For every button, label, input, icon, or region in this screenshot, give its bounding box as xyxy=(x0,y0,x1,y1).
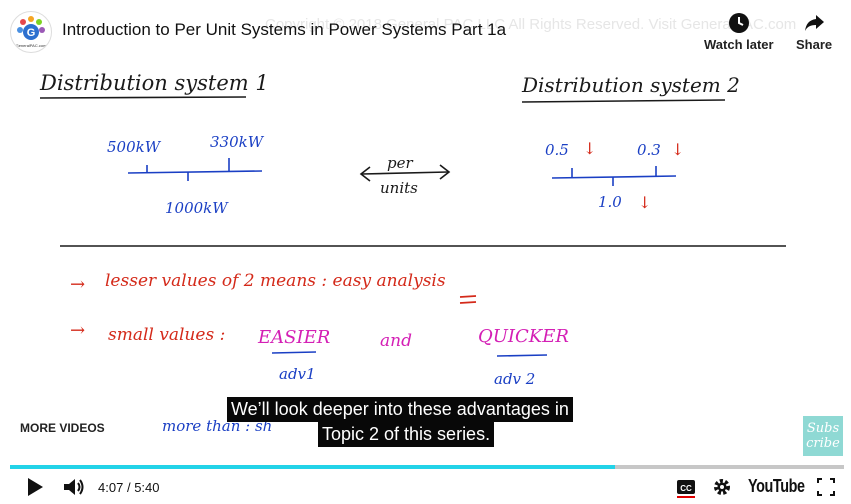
share-label: Share xyxy=(796,37,833,52)
easier-underline xyxy=(271,351,317,354)
sys1-heading-underline xyxy=(39,96,247,99)
copyright-watermark: Copyright © 2018 General PAC LLC All Rig… xyxy=(265,16,797,33)
subscribe-line-1: Subs xyxy=(806,421,840,436)
duration: 5:40 xyxy=(134,480,160,495)
progress-bar[interactable] xyxy=(10,465,844,469)
caption-line-2: Topic 2 of this series. xyxy=(318,422,495,447)
note-adv2: adv 2 xyxy=(494,370,535,388)
sys2-busbar xyxy=(551,175,677,179)
channel-logo-icon: G GeneralPAC.com xyxy=(16,16,47,48)
arrow-head-left xyxy=(359,166,371,182)
share-button[interactable]: Share xyxy=(796,12,832,52)
captions-icon[interactable]: CC xyxy=(676,476,696,498)
note-adv1: adv1 xyxy=(279,365,316,383)
sys1-base-value: 1000kW xyxy=(165,199,229,217)
volume-icon[interactable] xyxy=(62,476,86,498)
sys1-heading: Distribution system 1 xyxy=(39,71,269,95)
note-easier: EASIER xyxy=(257,327,330,348)
analysis-underline-1 xyxy=(459,295,477,298)
watch-later-button[interactable]: Watch later xyxy=(704,12,774,52)
current-time: 4:07 xyxy=(98,480,124,495)
note-lesser-values: lesser values of 2 means : easy analysis xyxy=(105,271,446,291)
sys2-left-value: 0.5 xyxy=(545,141,569,159)
sys2-base-down-arrow: ↓ xyxy=(638,193,651,212)
subscribe-line-2: cribe xyxy=(806,436,840,451)
bullet-arrow-1: → xyxy=(70,274,85,295)
sys1-busbar xyxy=(127,170,263,174)
analysis-underline-2 xyxy=(459,301,477,304)
player-controls: 4:07 / 5:40 CC YouTube xyxy=(0,472,851,504)
sys2-heading: Distribution system 2 xyxy=(521,73,740,97)
quicker-underline xyxy=(496,354,548,357)
more-videos-button[interactable]: MORE VIDEOS xyxy=(20,421,105,435)
sys1-right-value: 330kW xyxy=(210,133,265,151)
note-quicker: QUICKER xyxy=(478,326,569,347)
progress-played xyxy=(10,465,616,469)
video-title-bar: G GeneralPAC.com Copyright © 2018 Genera… xyxy=(0,0,851,66)
subscribe-badge[interactable]: Subs cribe xyxy=(803,416,843,456)
logo-letter: G xyxy=(27,27,36,39)
settings-gear-icon[interactable] xyxy=(712,476,732,498)
per-units-arrow xyxy=(361,171,449,175)
sys1-left-value: 500kW xyxy=(107,138,162,156)
note-small-values: small values : xyxy=(108,325,225,345)
video-title[interactable]: Introduction to Per Unit Systems in Powe… xyxy=(62,20,507,39)
sys2-right-value: 0.3 xyxy=(637,141,661,159)
youtube-logo[interactable]: YouTube xyxy=(748,476,805,496)
sys2-heading-underline xyxy=(521,99,726,103)
watch-later-label: Watch later xyxy=(704,37,774,52)
note-and: and xyxy=(380,331,412,351)
caption-line-1: We’ll look deeper into these advantages … xyxy=(227,397,573,422)
sys2-base-value: 1.0 xyxy=(598,193,622,211)
sys2-left-down-arrow: ↓ xyxy=(583,139,596,158)
svg-text:CC: CC xyxy=(680,484,692,493)
share-arrow-icon xyxy=(805,15,825,31)
bullet-arrow-2: → xyxy=(70,320,85,341)
per-label: per xyxy=(387,154,413,172)
units-label: units xyxy=(380,179,418,197)
arrow-head-right xyxy=(439,164,451,180)
play-icon[interactable] xyxy=(25,476,45,498)
time-separator: / xyxy=(126,480,131,495)
clock-icon xyxy=(728,13,749,33)
logo-text: GeneralPAC.com xyxy=(16,43,47,48)
channel-logo[interactable]: G GeneralPAC.com xyxy=(10,11,52,53)
fullscreen-icon[interactable] xyxy=(817,476,835,498)
sys2-right-down-arrow: ↓ xyxy=(671,140,684,159)
time-display: 4:07 / 5:40 xyxy=(98,480,160,495)
